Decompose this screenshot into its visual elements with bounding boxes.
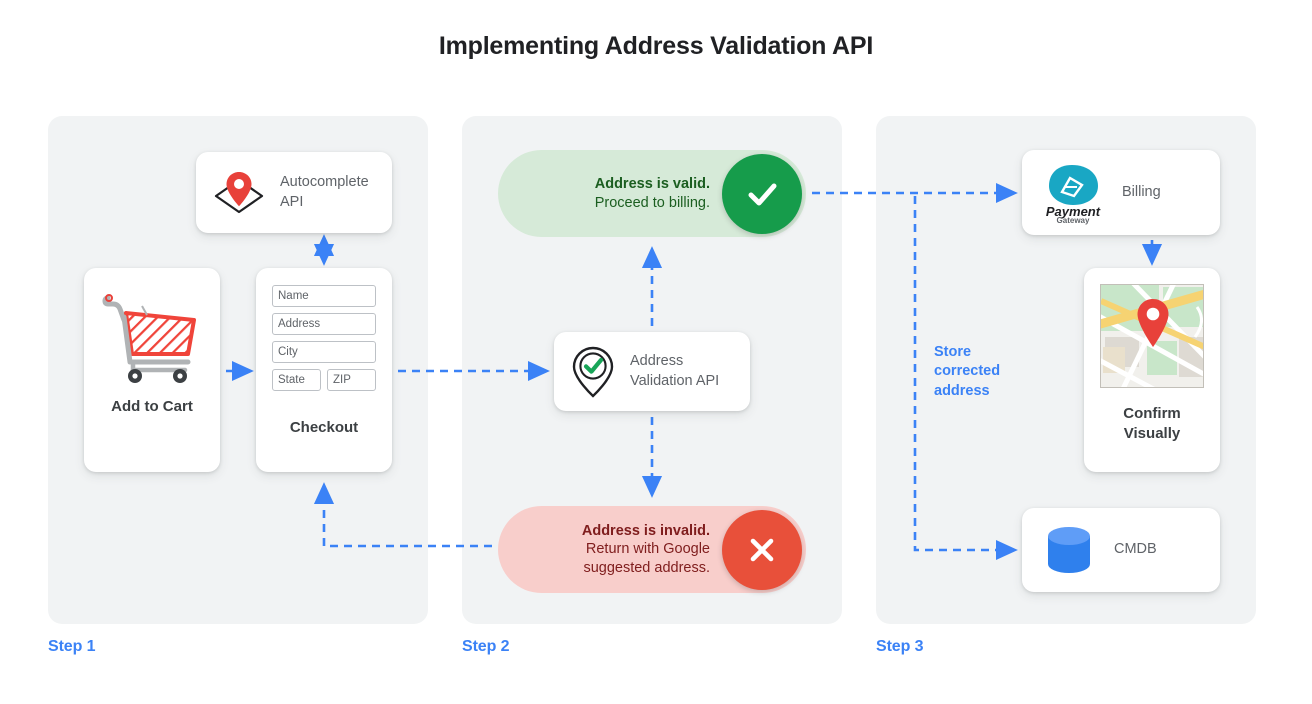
- address-valid-text: Address is valid. Proceed to billing.: [594, 175, 710, 211]
- address-invalid-pill: Address is invalid. Return with Google s…: [498, 506, 806, 593]
- name-field[interactable]: Name: [272, 285, 376, 307]
- svg-text:Gateway: Gateway: [1057, 216, 1090, 225]
- step-3-label: Step 3: [876, 638, 924, 655]
- map-thumbnail-icon: [1100, 284, 1204, 388]
- zip-field[interactable]: ZIP: [327, 369, 376, 391]
- address-invalid-text: Address is invalid. Return with Google s…: [581, 522, 710, 576]
- pin-check-icon: [570, 345, 616, 399]
- check-icon: [722, 153, 802, 234]
- autocomplete-api-card[interactable]: Autocomplete API: [196, 152, 392, 233]
- city-field[interactable]: City: [272, 341, 376, 363]
- confirm-visually-label: Confirm Visually: [1123, 405, 1181, 442]
- address-validation-api-card[interactable]: Address Validation API: [554, 332, 750, 411]
- cmdb-label: CMDB: [1114, 541, 1157, 558]
- billing-label: Billing: [1122, 183, 1161, 200]
- step-1-label: Step 1: [48, 638, 96, 655]
- page-title: Implementing Address Validation API: [438, 32, 874, 60]
- map-pin-diamond-icon: [210, 168, 268, 218]
- close-icon: [722, 509, 802, 590]
- checkout-card[interactable]: Name Address City State ZIP Checkout: [256, 268, 392, 472]
- address-valid-pill: Address is valid. Proceed to billing.: [498, 150, 806, 237]
- add-to-cart-card[interactable]: Add to Cart: [84, 268, 220, 472]
- confirm-visually-card[interactable]: Confirm Visually: [1084, 268, 1220, 472]
- state-zip-row: State ZIP: [272, 369, 376, 397]
- state-field[interactable]: State: [272, 369, 321, 391]
- store-corrected-address-note: Store corrected address: [934, 344, 1001, 399]
- database-icon: [1042, 523, 1096, 577]
- shopping-cart-icon: [100, 284, 204, 384]
- add-to-cart-label: Add to Cart: [111, 398, 193, 415]
- autocomplete-api-label: Autocomplete API: [280, 174, 369, 210]
- address-validation-api-label: Address Validation API: [630, 353, 720, 389]
- svg-text:Payment: Payment: [1046, 204, 1101, 219]
- address-field[interactable]: Address: [272, 313, 376, 335]
- checkout-label: Checkout: [289, 419, 359, 436]
- cmdb-card[interactable]: CMDB: [1022, 508, 1220, 592]
- payment-gateway-icon: Payment Gateway: [1036, 162, 1110, 225]
- billing-card[interactable]: Payment Gateway Billing: [1022, 150, 1220, 235]
- step-2-label: Step 2: [462, 638, 510, 655]
